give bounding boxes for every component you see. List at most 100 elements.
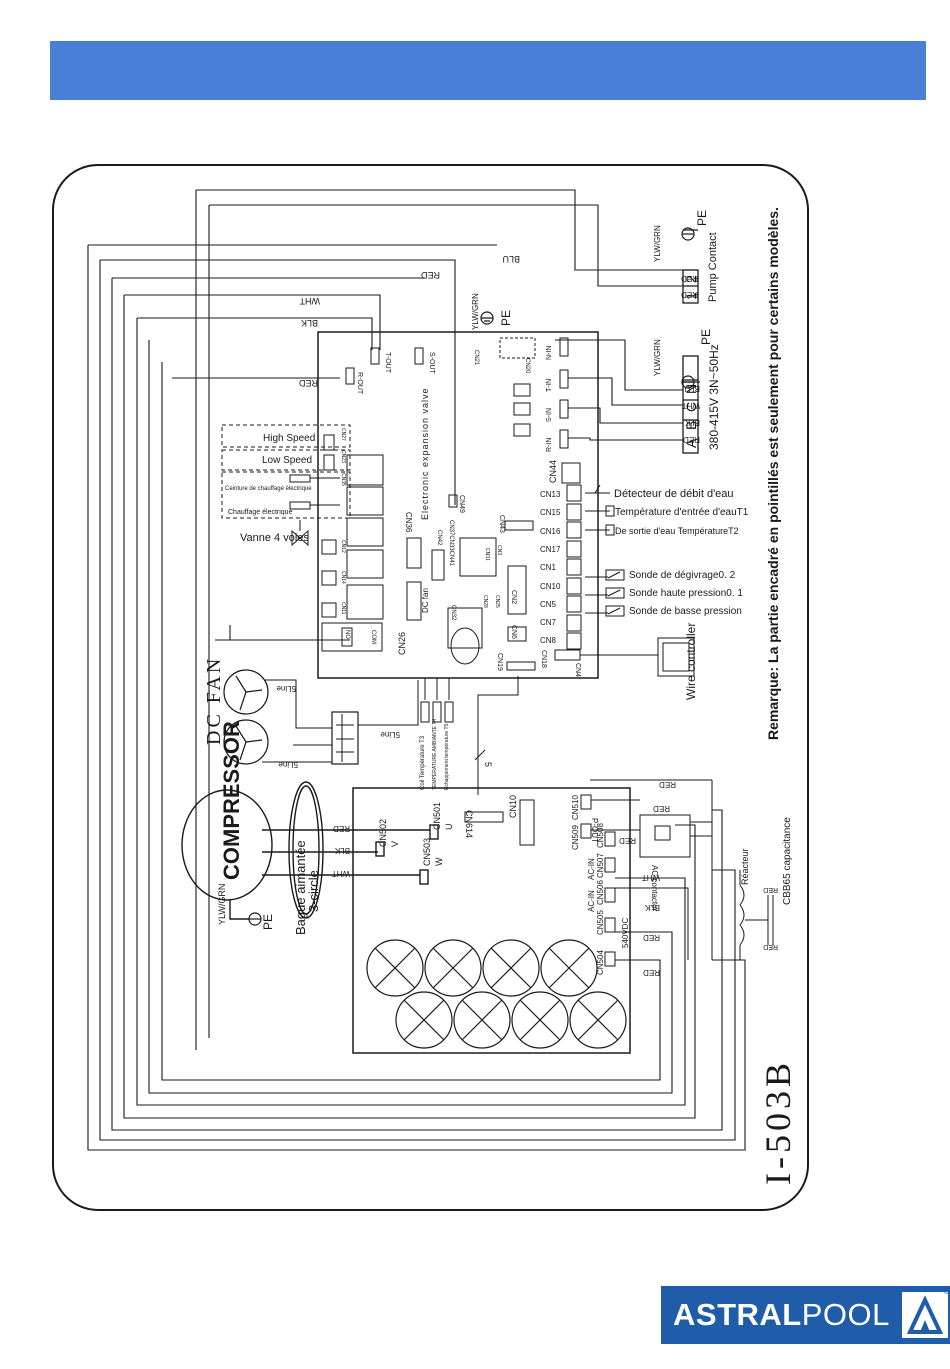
wire-red-react2: RED xyxy=(763,943,778,950)
ac-in-2-label: AC-IN xyxy=(587,890,596,912)
sensor-low-pressure: Sonde de basse pression xyxy=(629,606,742,617)
cn4-label: CN4 xyxy=(574,663,581,677)
s-in-label: S-IN xyxy=(546,408,553,422)
wire-red-u: RED xyxy=(333,824,350,833)
cn506-label: CN506 xyxy=(596,880,605,905)
wire-red-cn510: RED xyxy=(659,780,676,789)
u-label: U xyxy=(444,824,454,831)
model-label: I-503B xyxy=(758,1059,798,1185)
pe-pump-label: PE xyxy=(695,210,709,226)
wire-blk-v: BLK xyxy=(334,846,350,855)
terminal-n: N xyxy=(683,384,699,394)
cn3-label: CN3 xyxy=(496,545,502,555)
wire-red-540: RED xyxy=(643,933,660,942)
sensor-high-pressure: Sonde haute pression0. 1 xyxy=(629,588,743,599)
no-label: NO xyxy=(344,630,350,639)
cn6-label: CN6 xyxy=(510,625,517,639)
dc-fan-label: DC FAN xyxy=(203,656,225,745)
logo-registered: ® xyxy=(943,1286,950,1296)
ground-main-label: YLW/GRN xyxy=(471,293,480,330)
eev-label: Electronic expansion valve xyxy=(420,387,430,520)
diagram-frame xyxy=(52,164,809,1211)
cn509-label: CN509 xyxy=(571,825,580,850)
wire-blk-b: BLK xyxy=(684,418,700,427)
t-in-label: T-IN xyxy=(546,379,553,392)
logo-bold: ASTRAL xyxy=(673,1297,802,1332)
compressor-label: COMPRESSOR xyxy=(219,721,244,880)
cn503-label: CN503 xyxy=(422,838,432,866)
bus-count: 5 xyxy=(483,762,493,767)
wire-red-rout: RED xyxy=(298,378,318,388)
ground-pump-label: YLW/GRN xyxy=(653,225,662,262)
remark-text: Remarque: La partie encadré en pointillé… xyxy=(765,207,781,740)
dc540-label: 540VDC xyxy=(621,918,630,948)
cn11-label: CN11 xyxy=(340,602,346,615)
cn20-label: CN20 xyxy=(524,358,530,374)
terminal-2: 2 xyxy=(683,275,699,283)
cn31-label: CN31 xyxy=(484,548,490,561)
sensor-defrost: Sonde de dégivrage0. 2 xyxy=(629,570,736,581)
sensor-t1: Température d'entrée d'eauT1 xyxy=(615,507,749,518)
wire-blu-n: BLU xyxy=(684,384,700,393)
w-label: W xyxy=(434,857,444,866)
cn504-label: CN504 xyxy=(596,950,605,975)
inverter-board xyxy=(352,787,631,1054)
sensor-flow: Détecteur de débit d'eau xyxy=(614,488,734,500)
terminal-b: B xyxy=(683,421,699,430)
wire-red-a: RED xyxy=(683,435,700,444)
wire-blk-top: BLK xyxy=(301,318,318,328)
cn27-label: CN27 xyxy=(340,428,346,441)
cn13-label: CN13 xyxy=(540,490,561,499)
cn36-label: CN36 xyxy=(404,512,413,533)
wire-red-508: RED xyxy=(619,836,636,845)
wire-red-pump2: RED xyxy=(681,290,698,299)
sensor-ambient: TEMPÉRATURE AMBIANTE T4 xyxy=(431,719,438,790)
s-out-label: S-OUT xyxy=(428,352,435,375)
cn41-label: CN37CN33CN41 xyxy=(448,520,454,567)
cn43-label: CN43 xyxy=(498,515,505,533)
wire-wht-top: WHT xyxy=(299,296,320,306)
logo-text: ASTRALPOOL xyxy=(673,1297,890,1333)
ac-in-1-label: AC-IN xyxy=(587,858,596,880)
logo-mark-icon xyxy=(902,1292,948,1338)
cn507-label: CN507 xyxy=(596,853,605,878)
sensor-exhaust: Échappement température T5 xyxy=(443,723,450,790)
wire-red-pout: RED xyxy=(653,804,670,813)
cn501-label: CN501 xyxy=(432,802,442,830)
cn2-label: CN2 xyxy=(510,590,517,604)
fan-line-2: 5Line xyxy=(380,730,400,739)
terminal-c: C xyxy=(683,402,699,412)
cn32-label: CN32 xyxy=(450,605,456,621)
reactor-label: Réacteur xyxy=(740,848,750,885)
cn508-label: CN508 xyxy=(596,823,605,848)
v-label: V xyxy=(390,841,400,847)
low-speed-label: Low Speed xyxy=(262,455,312,466)
terminal-1: 1 xyxy=(683,292,699,300)
four-way-valve-label: Vanne 4 voies xyxy=(240,532,309,544)
cn1-label: CN1 xyxy=(540,563,557,572)
cn49-label: CN49 xyxy=(458,495,465,513)
n-in-label: N-IN xyxy=(546,346,553,360)
pump-contact-label: Pump Contact xyxy=(707,232,719,302)
wire-red-504: RED xyxy=(643,968,660,977)
wire-red-pump1: RED xyxy=(681,274,698,283)
p-out-label: P-OUT xyxy=(590,818,599,843)
compressor-ground-label: YLW/GRN xyxy=(217,884,227,925)
cn14-label: CN14 xyxy=(340,571,346,584)
wire-controller-label: Wire controller xyxy=(684,623,698,700)
ring-label-1: Bague aimantée xyxy=(293,840,308,935)
cn25-label: CN25 xyxy=(494,595,500,608)
cn28-label: CN28 xyxy=(482,595,488,608)
compressor-pe-label: PE xyxy=(261,914,275,930)
fan-line-1: 5Line xyxy=(276,684,296,693)
cn12-label: CN12 xyxy=(340,540,346,553)
cn21-label: CN21 xyxy=(473,350,479,366)
cn23-label: CN23 xyxy=(340,450,346,463)
cn5-label: CN5 xyxy=(540,600,557,609)
cn8-label: CN8 xyxy=(540,636,557,645)
cn44-label: CN44 xyxy=(548,460,558,483)
wire-wht-acin: WHT xyxy=(642,873,660,882)
cn42-label: CN42 xyxy=(436,530,442,546)
cn502-label: CN502 xyxy=(378,819,388,847)
ac-contactor-label: AC contactor xyxy=(650,865,659,912)
